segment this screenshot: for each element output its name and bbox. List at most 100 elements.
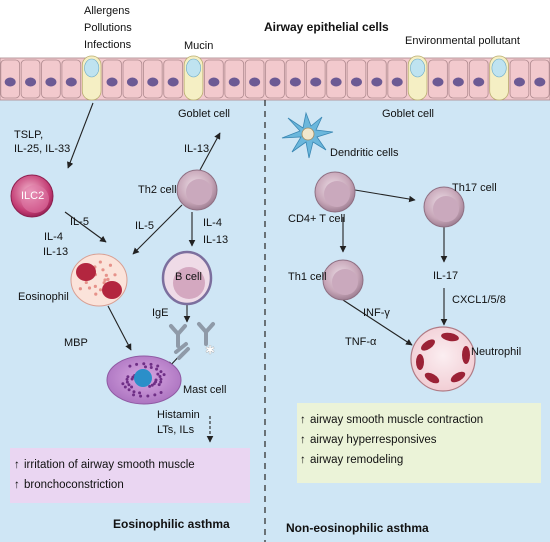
epithelial-nucleus (269, 77, 281, 87)
th1-nucleus (332, 269, 358, 295)
arrow-epi-to-ilc2 (67, 102, 94, 169)
mucin-granule (186, 58, 202, 78)
mast-cell-label: Mast cell (183, 384, 227, 396)
epithelial-nucleus (534, 77, 546, 87)
cytokine-tslp: TSLP, (14, 129, 44, 141)
epithelial-nucleus (310, 77, 322, 87)
up-arrow-icon: ↑ (300, 454, 306, 466)
mast-cell-granule (156, 372, 160, 376)
eosinophil-granule (102, 281, 106, 285)
epithelial-nucleus (452, 77, 464, 87)
mast-cell-granule (138, 391, 142, 395)
epithelial-nucleus (473, 77, 485, 87)
th17-cell-label: Th17 cell (452, 182, 497, 194)
epithelial-nucleus (106, 77, 118, 87)
mast-cell-granule (142, 362, 146, 366)
epithelial-nucleus (432, 77, 444, 87)
right-effect-item: ↑airway smooth muscle contraction (300, 410, 483, 430)
mast-cell-granule (121, 382, 125, 386)
ige-label: IgE (152, 307, 169, 319)
eosinophil-granule (87, 286, 92, 290)
mast-cell-granule (159, 391, 163, 395)
b-cell-nucleus (173, 267, 205, 299)
cxcl-label: CXCL1/5/8 (452, 294, 506, 306)
epithelial-nucleus (25, 77, 37, 87)
mast-cell-granule (158, 375, 162, 379)
trigger-pollutions: Pollutions (84, 22, 132, 34)
mast-cell-granule (128, 364, 132, 368)
mast-cell-granule (159, 377, 163, 381)
up-arrow-icon: ↑ (300, 434, 306, 446)
epithelial-nucleus (126, 77, 138, 87)
eosinophil-granule (98, 260, 102, 264)
mast-cell-granule (125, 377, 129, 381)
epithelial-nucleus (167, 77, 179, 87)
goblet-cell-label-left: Goblet cell (178, 108, 230, 120)
epithelial-nucleus (391, 77, 403, 87)
arrow-ilc2-to-eosinophil (64, 211, 107, 243)
right-effect-item: ↑airway hyperresponsives (300, 430, 483, 450)
eosinophil-granule (101, 268, 105, 272)
trigger-allergens: Allergens (84, 5, 130, 17)
il13-goblet-label: IL-13 (184, 143, 210, 155)
up-arrow-icon: ↑ (300, 414, 306, 426)
left-effects-list: ↑irritation of airway smooth muscle ↑bro… (14, 455, 195, 495)
eosinophil-granule (78, 287, 82, 291)
epithelial-nucleus (147, 77, 159, 87)
th17-nucleus (433, 196, 459, 222)
mast-cell-granule (139, 394, 143, 398)
cd4-t-cell-label: CD4+ T cell (288, 213, 346, 225)
eosinophil-nucleus-lobe-1 (76, 263, 96, 281)
mast-cell-granule (159, 370, 163, 374)
neutrophil-nucleus-lobes (416, 332, 470, 384)
non-eosinophilic-asthma-title: Non-eosinophilic asthma (286, 521, 429, 535)
il13-th2-label: IL-13 (203, 234, 229, 246)
inf-gamma-label: INF-γ (363, 307, 390, 319)
epithelial-cells (0, 55, 550, 101)
mast-cell-granule (149, 362, 153, 366)
epithelial-nucleus (350, 77, 362, 87)
epi-cytokines-label: TSLP, IL-25, IL-33 (14, 128, 70, 156)
tnf-alpha-label: TNF-α (345, 336, 377, 348)
mast-cell-granule (125, 380, 129, 384)
th2-cell-label: Th2 cell (138, 184, 177, 196)
epithelial-nucleus (249, 77, 261, 87)
il5-th2-label: IL-5 (135, 220, 154, 232)
mast-cell-granule (132, 390, 136, 394)
epithelial-nucleus (208, 77, 220, 87)
mucin-granule (84, 58, 100, 78)
arrow-th2-to-eosinophil (132, 204, 183, 255)
epithelial-nucleus (45, 77, 57, 87)
epithelial-nucleus (65, 77, 77, 87)
left-effect-item: ↑bronchoconstriction (14, 475, 195, 495)
eosinophil-granule (94, 292, 98, 296)
b-cell-label: B cell (175, 271, 202, 283)
ilc2-label: ILC2 (21, 190, 45, 202)
epithelial-nucleus (228, 77, 240, 87)
mucin-label: Mucin (184, 40, 214, 52)
epithelial-nucleus (330, 77, 342, 87)
epithelial-nucleus (513, 77, 525, 87)
mast-cell-granule (159, 380, 163, 384)
mast-cell-granule (127, 388, 131, 392)
arrow-eosinophil-to-mast (107, 305, 132, 351)
epithelial-nucleus (4, 77, 16, 87)
goblet-cell-label-right: Goblet cell (382, 108, 434, 120)
neutrophil-label: Neutrophil (471, 346, 522, 358)
mast-cell-granule (148, 384, 152, 388)
eosinophil-granule (113, 273, 117, 277)
il5-ilc2-label: IL-5 (70, 216, 89, 228)
up-arrow-icon: ↑ (14, 479, 20, 491)
arrow-th1-to-neutrophil (342, 299, 413, 346)
mast-cell-granule (127, 383, 131, 387)
mbp-label: MBP (64, 337, 88, 349)
eosinophil-granule (103, 278, 107, 282)
mediator-lts-ils: LTs, ILs (157, 424, 195, 436)
cytokine-il25-il33: IL-25, IL-33 (14, 143, 71, 155)
eosinophil-nucleus-lobe-2 (102, 281, 122, 299)
mediators-label: Histamin LTs, ILs (157, 408, 200, 438)
mast-cell-granule (149, 366, 153, 370)
mast-cell-granule (126, 375, 130, 379)
